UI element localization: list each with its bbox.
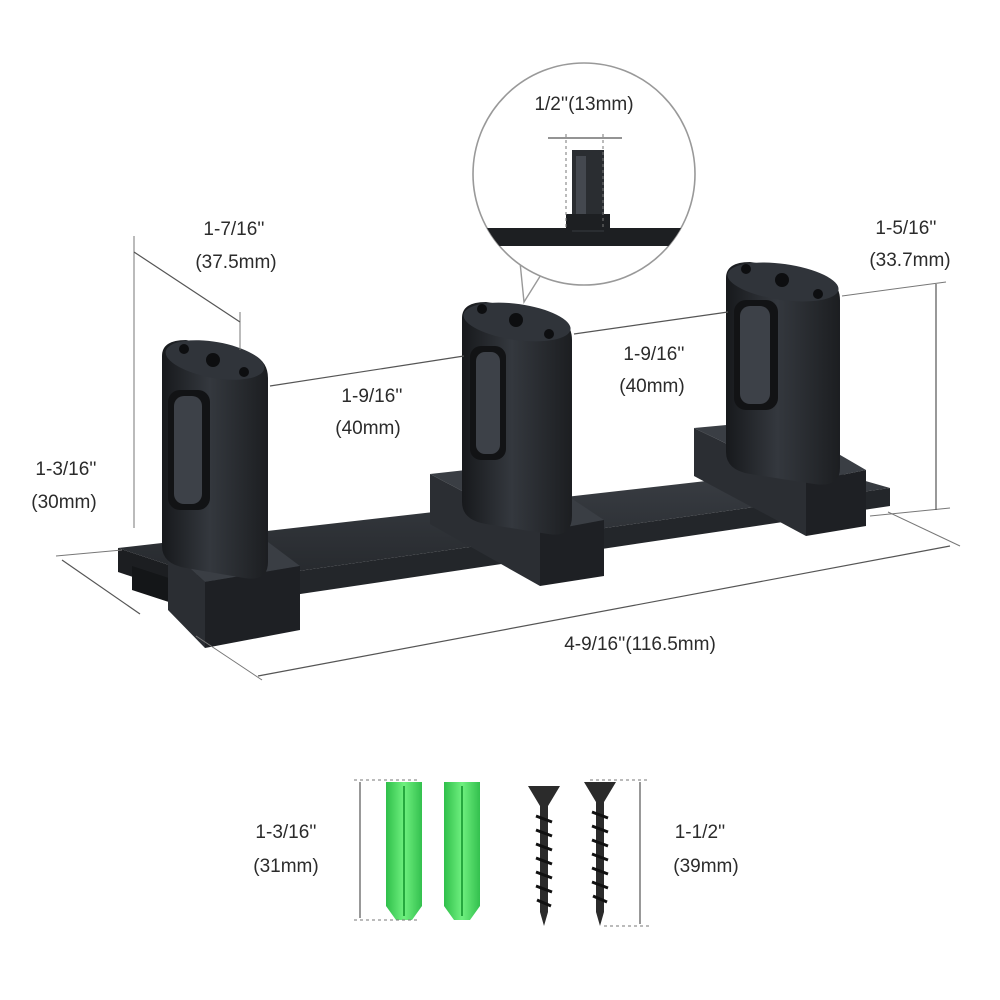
spacing-right-mm-label: (40mm)	[619, 376, 684, 397]
spacing-right-dimension: 1-9/16'' (40mm)	[573, 311, 729, 397]
screw-length-dimension: 1-1/2'' (39mm)	[590, 779, 739, 927]
depth-mm-label: (37.5mm)	[195, 252, 276, 273]
screw-left	[528, 786, 560, 926]
spacing-left-dimension: 1-9/16'' (40mm)	[269, 355, 465, 439]
height-left-mm-label: (30mm)	[31, 492, 96, 513]
spacing-left-in-label: 1-9/16''	[341, 386, 402, 407]
length-dimension: 4-9/16''(116.5mm)	[55, 511, 961, 681]
height-right-mm-label: (33.7mm)	[869, 250, 950, 271]
screw-in-label: 1-1/2''	[675, 822, 726, 843]
wall-anchor-right	[444, 782, 480, 920]
detail-callout: 1/2''(13mm)	[472, 62, 696, 305]
right-guide-post	[726, 262, 840, 485]
height-left-dimension: 1-3/16'' (30mm)	[31, 459, 96, 513]
middle-guide-post	[462, 302, 572, 535]
anchor-mm-label: (31mm)	[253, 856, 318, 877]
spacing-right-in-label: 1-9/16''	[623, 344, 684, 365]
length-label: 4-9/16''(116.5mm)	[564, 634, 716, 655]
height-right-in-label: 1-5/16''	[875, 218, 936, 239]
wall-anchor-left	[386, 782, 422, 920]
spacing-left-mm-label: (40mm)	[335, 418, 400, 439]
height-left-in-label: 1-3/16''	[35, 459, 96, 480]
depth-dimension: 1-7/16'' (37.5mm)	[133, 219, 277, 528]
depth-in-label: 1-7/16''	[203, 219, 264, 240]
screw-right	[584, 782, 616, 926]
screw-mm-label: (39mm)	[673, 856, 738, 877]
left-guide-post	[162, 340, 268, 579]
inset-width-label: 1/2''(13mm)	[534, 94, 633, 115]
anchor-length-dimension: 1-3/16'' (31mm)	[253, 779, 420, 921]
height-right-dimension: 1-5/16'' (33.7mm)	[841, 218, 951, 517]
anchor-in-label: 1-3/16''	[255, 822, 316, 843]
